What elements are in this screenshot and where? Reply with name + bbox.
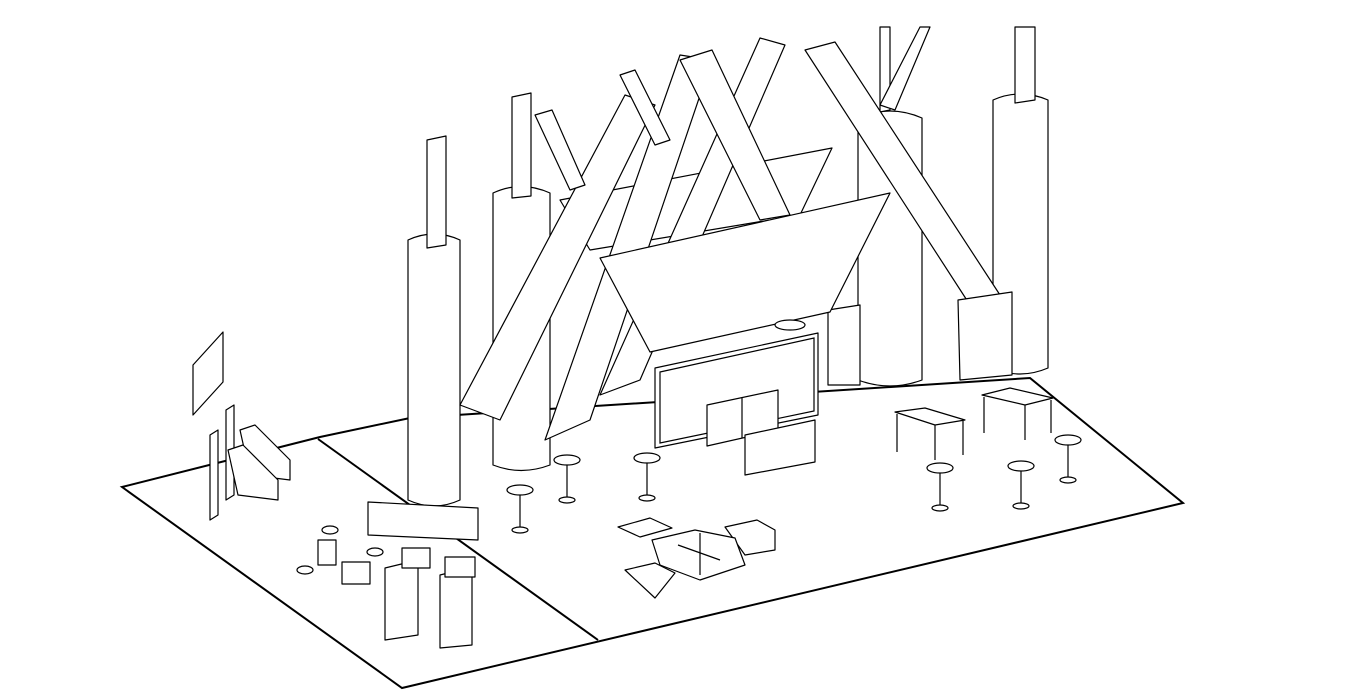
- main-banner: [599, 192, 891, 353]
- high-tables: [894, 387, 1054, 460]
- diagonal-beams: [459, 26, 1013, 441]
- lounge-furniture: [617, 517, 776, 599]
- round-table: [926, 462, 954, 512]
- round-table: [553, 454, 581, 504]
- left-zone: [192, 331, 479, 649]
- round-tables: [506, 434, 1082, 534]
- round-table: [633, 452, 661, 502]
- round-table: [1007, 460, 1035, 510]
- round-table: [1054, 434, 1082, 484]
- columns: [407, 26, 1049, 507]
- counters: [706, 389, 816, 476]
- round-table: [506, 484, 534, 534]
